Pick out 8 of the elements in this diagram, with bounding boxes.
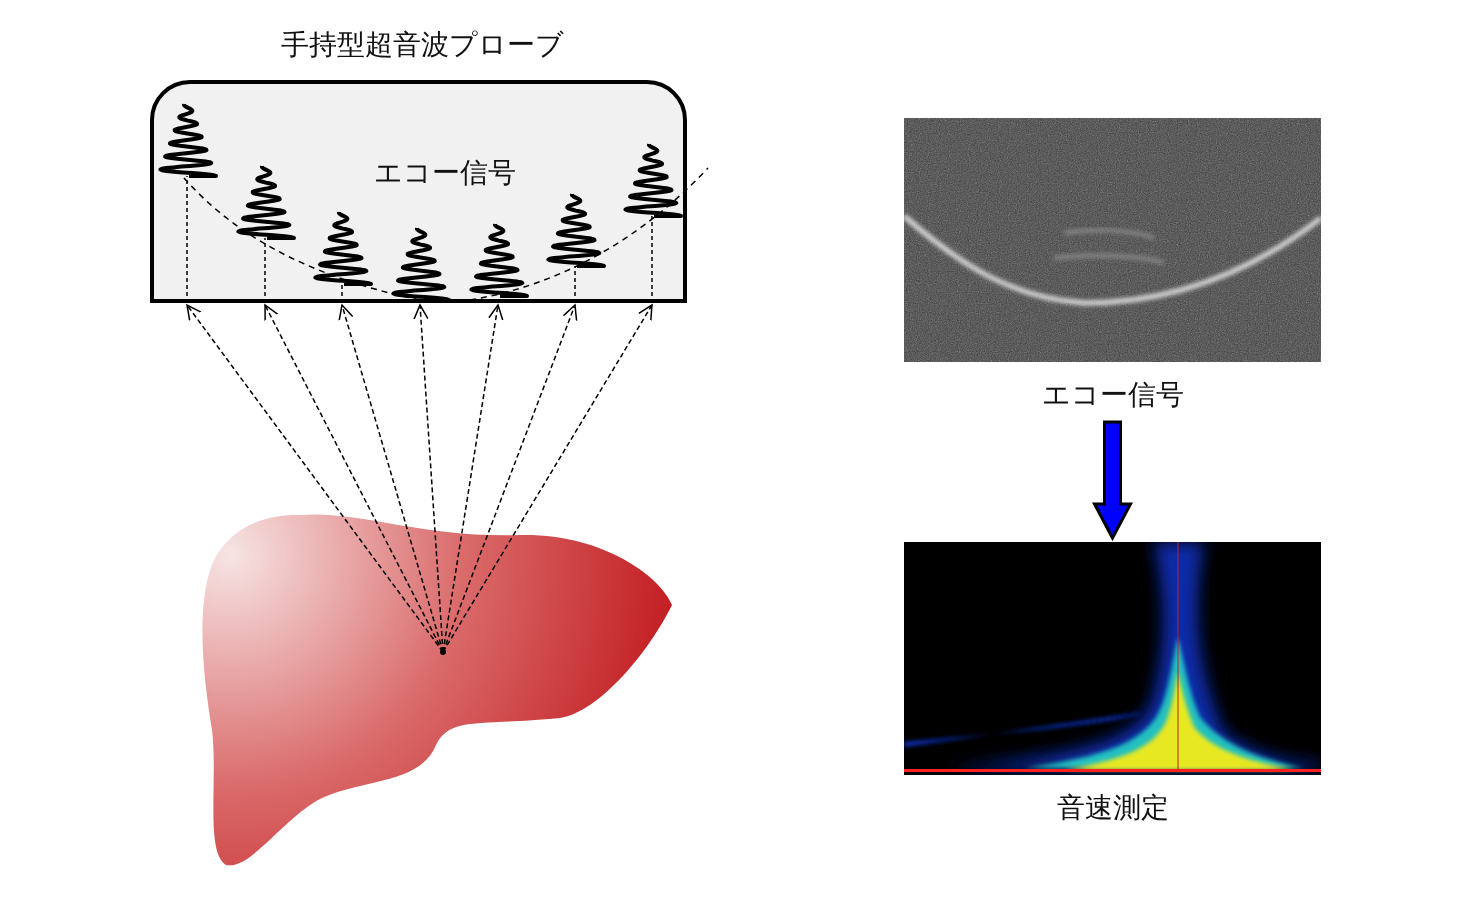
dashed-arrow [186,304,444,653]
block-arrow [1092,420,1133,542]
echo-signal-label: エコー信号 [374,155,516,191]
dashed-arrow [442,304,653,653]
dashed-arrow [264,304,444,653]
image-caption: 音速測定 [1056,790,1169,826]
probe-title: 手持型超音波プローブ [281,27,564,63]
image-caption: エコー信号 [1041,377,1184,413]
